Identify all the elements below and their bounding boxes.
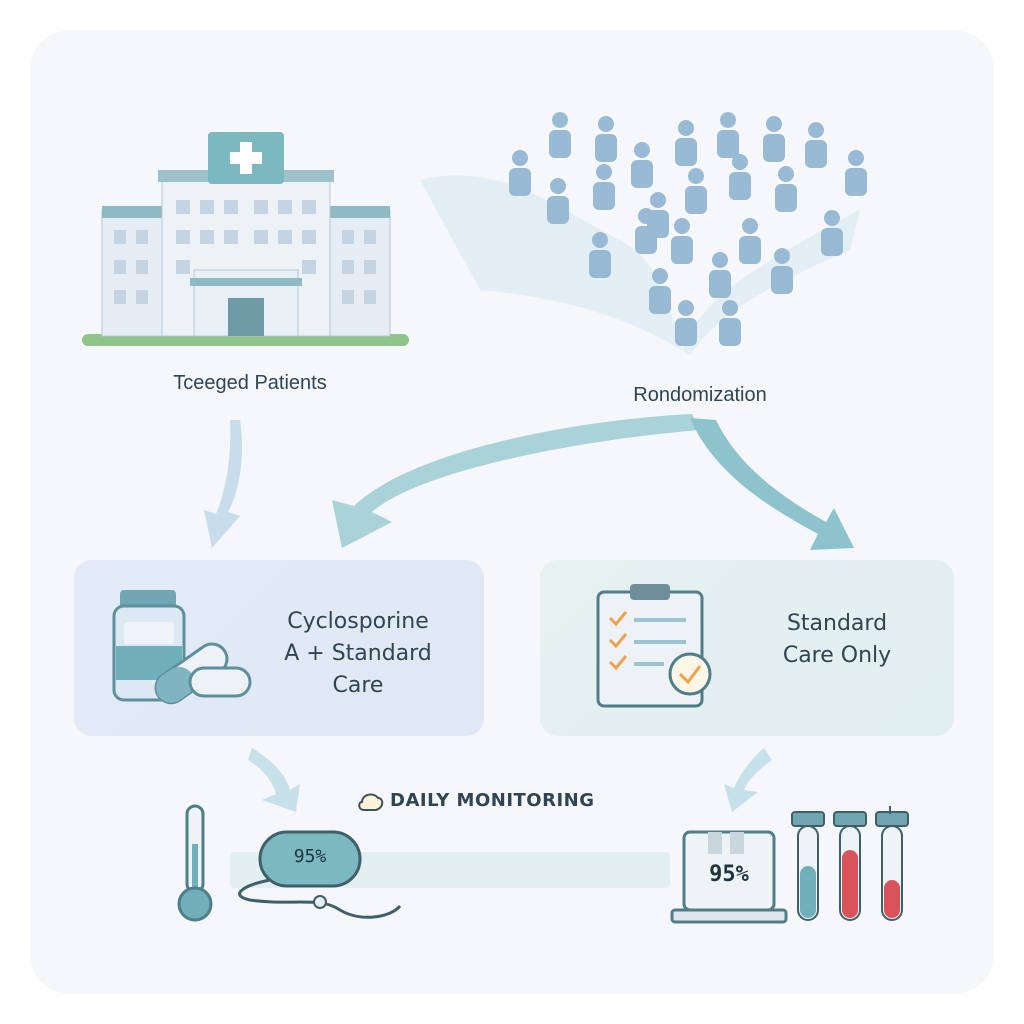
thermometer-icon — [177, 804, 213, 922]
monitoring-icon — [358, 793, 384, 811]
treatment-arm-label: Cyclosporine A + Standard Care — [250, 606, 466, 702]
vital-monitor-icon — [670, 830, 788, 924]
down-arrow-control-monitoring — [724, 748, 772, 812]
randomization-label: Rondomization — [633, 384, 767, 406]
arrow-to-control — [690, 418, 854, 550]
control-arm-line2: Care Only — [782, 643, 892, 668]
arrow-to-treatment — [332, 414, 700, 548]
pill-bottle-icon — [112, 590, 252, 705]
treatment-arm-line1: Cyclosporine — [287, 609, 429, 634]
hospital-icon — [82, 132, 409, 346]
oximeter-reading-left: 95% — [293, 846, 327, 867]
oximeter-reading-right: 95% — [709, 862, 749, 887]
patients-label: Tceeged Patients — [173, 372, 327, 394]
treatment-arm-line2: A + Standard — [284, 641, 432, 666]
patient-crowd-icon — [420, 112, 867, 355]
checklist-clipboard-icon — [596, 584, 712, 708]
down-arrow-treatment-monitoring — [248, 748, 300, 812]
control-arm-label: Standard Care Only — [722, 608, 952, 672]
control-arm-line1: Standard — [786, 611, 888, 636]
blood-sample-tubes-icon — [791, 806, 909, 921]
monitoring-title: DAILY MONITORING — [390, 790, 595, 811]
pulse-oximeter-icon — [238, 830, 402, 919]
down-arrow-patients — [204, 420, 242, 548]
treatment-arm-line3: Care — [332, 673, 384, 698]
